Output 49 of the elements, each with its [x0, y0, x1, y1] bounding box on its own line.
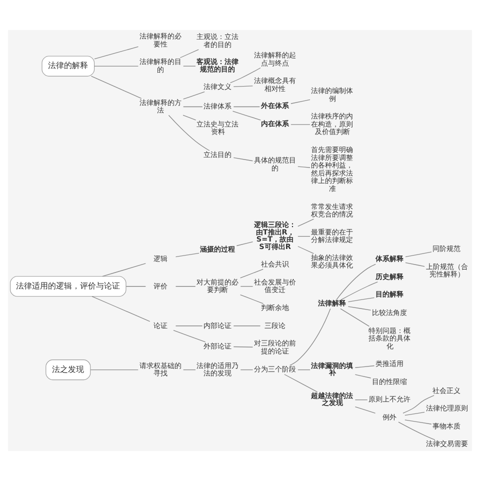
connector: [336, 263, 376, 300]
connector: [230, 67, 261, 83]
connector: [404, 411, 425, 416]
connector: [102, 262, 146, 276]
connector: [240, 294, 264, 304]
connector: [232, 110, 261, 120]
connector: [398, 421, 436, 440]
connector: [298, 246, 314, 254]
connector: [298, 218, 314, 226]
connector: [168, 114, 210, 150]
connector: [233, 85, 254, 87]
connector: [354, 399, 368, 400]
connector: [340, 308, 370, 326]
connector: [94, 46, 139, 59]
connector: [298, 368, 310, 370]
connector: [405, 262, 425, 266]
connector: [94, 65, 139, 66]
connector: [354, 364, 375, 368]
connector: [405, 251, 432, 257]
connector: [240, 268, 264, 278]
connector: [173, 330, 206, 342]
connector: [240, 368, 254, 370]
connector: [175, 252, 200, 257]
connector: [354, 406, 376, 414]
connector: [290, 98, 310, 104]
connector: [290, 308, 331, 366]
connector: [233, 156, 254, 161]
connector: [348, 296, 375, 302]
connector: [233, 325, 261, 326]
connector: [183, 368, 196, 370]
connector: [175, 325, 203, 326]
connector: [236, 240, 254, 246]
connector: [402, 394, 434, 413]
connector: [233, 346, 254, 347]
connector: [180, 48, 199, 58]
connector: [233, 106, 260, 107]
connector: [354, 374, 372, 378]
connector: [348, 306, 372, 310]
connector: [404, 419, 432, 424]
connector: [90, 75, 142, 98]
connector: [183, 90, 205, 99]
connector: [183, 65, 196, 66]
connector: [298, 166, 310, 168]
connector: [90, 368, 138, 370]
connector: [92, 296, 150, 322]
connector: [182, 114, 196, 120]
connector: [183, 106, 203, 107]
connector: [284, 374, 318, 392]
connector: [340, 281, 378, 300]
